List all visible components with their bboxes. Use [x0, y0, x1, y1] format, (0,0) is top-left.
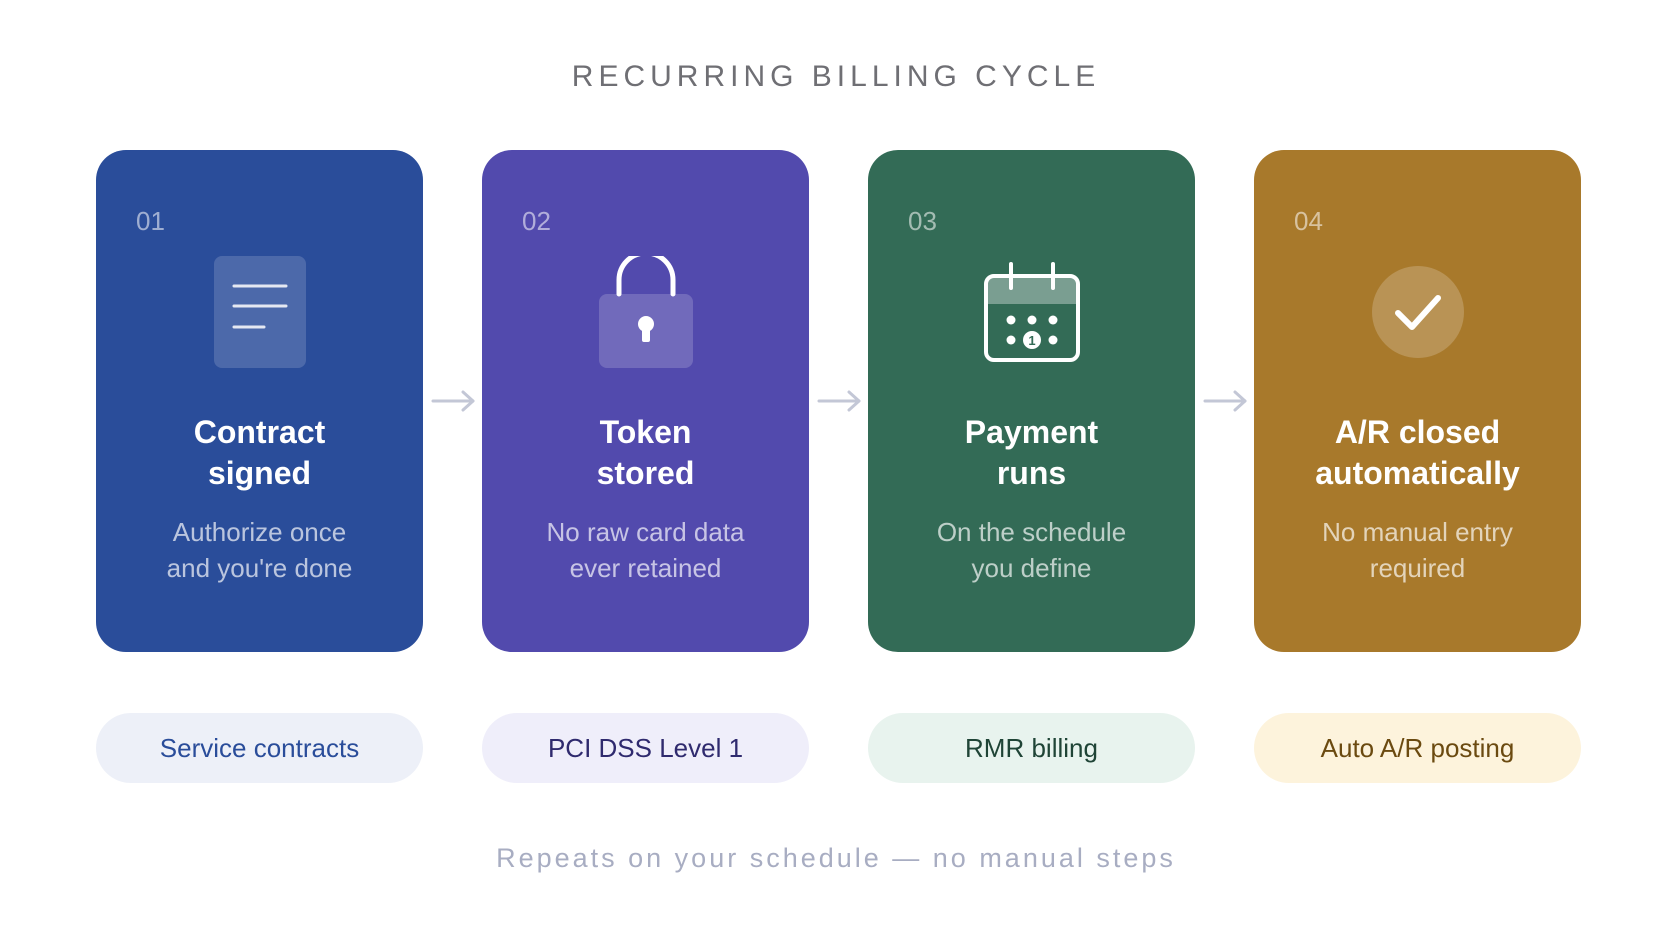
tag-auto-ar-posting: Auto A/R posting	[1254, 713, 1581, 783]
tag-service-contracts: Service contracts	[96, 713, 423, 783]
tag-rmr-billing: RMR billing	[868, 713, 1195, 783]
step-heading: Payment runs	[964, 414, 1099, 491]
step-number: 04	[1294, 206, 1323, 236]
step-heading: Token stored	[596, 414, 695, 491]
tag-pci-dss: PCI DSS Level 1	[482, 713, 809, 783]
calendar-icon: 1	[868, 242, 1195, 382]
step-number: 03	[908, 206, 937, 236]
step-description: No raw card data ever retained	[546, 517, 745, 583]
step-card-token-stored: 02 Token stored No raw card data ever re…	[482, 150, 809, 652]
svg-text:1: 1	[1028, 333, 1035, 348]
document-icon	[96, 242, 423, 382]
arrow-right-icon	[1203, 390, 1247, 412]
step-card-payment-runs: 03 1 Payment runs On the schedule you de…	[868, 150, 1195, 652]
arrow-right-icon	[431, 390, 475, 412]
step-description: No manual entry required	[1322, 517, 1513, 583]
footer-caption: Repeats on your schedule — no manual ste…	[496, 843, 1176, 873]
step-number: 01	[136, 206, 165, 236]
step-number: 02	[522, 206, 551, 236]
diagram-title: RECURRING BILLING CYCLE	[571, 60, 1101, 93]
step-description: Authorize once and you're done	[166, 517, 353, 583]
step-description: On the schedule you define	[936, 517, 1127, 583]
lock-icon	[482, 242, 809, 382]
step-card-contract-signed: 01 Contract signed Authorize once and yo…	[96, 150, 423, 652]
checkmark-icon	[1254, 242, 1581, 382]
step-card-ar-closed: 04 A/R closed automatically No manual en…	[1254, 150, 1581, 652]
step-heading: A/R closed automatically	[1315, 414, 1520, 491]
arrow-right-icon	[817, 390, 861, 412]
step-heading: Contract signed	[193, 414, 326, 491]
